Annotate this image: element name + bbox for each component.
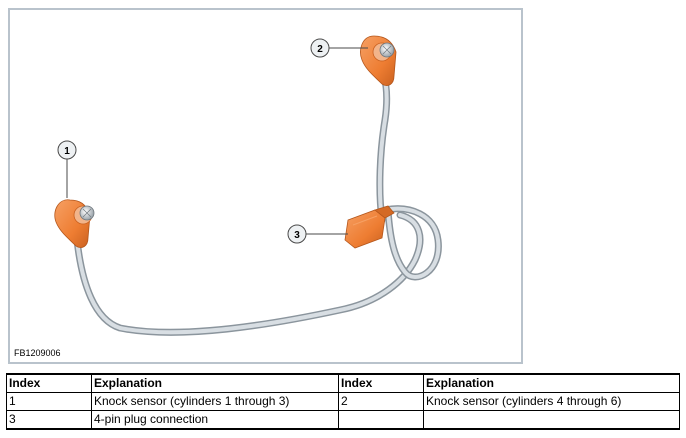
wiring-harness-figure: 1 2 3 FB1209006 xyxy=(8,8,523,364)
svg-text:3: 3 xyxy=(294,230,300,241)
svg-text:1: 1 xyxy=(64,146,70,157)
header-explanation-2: Explanation xyxy=(423,373,680,393)
row-explanation: 4-pin plug connection xyxy=(91,410,339,430)
row-index: 1 xyxy=(6,392,92,411)
callout-1: 1 xyxy=(57,140,77,160)
cable-harness xyxy=(73,68,442,336)
callout-2: 2 xyxy=(310,38,330,58)
row-explanation: Knock sensor (cylinders 4 through 6) xyxy=(423,392,680,411)
row-index xyxy=(338,410,424,430)
knock-sensor-2 xyxy=(360,35,397,86)
callout-3: 3 xyxy=(287,224,307,244)
row-index: 2 xyxy=(338,392,424,411)
callout-leaders xyxy=(66,47,368,235)
row-index: 3 xyxy=(6,410,92,430)
header-index-2: Index xyxy=(338,373,424,393)
legend-header-row: Index Explanation Index Explanation xyxy=(6,373,680,393)
plug-connector-3 xyxy=(344,205,395,249)
knock-sensor-harness-illustration: 1 2 3 xyxy=(54,35,442,336)
figure-id-label: FB1209006 xyxy=(14,348,61,358)
row-explanation: Knock sensor (cylinders 1 through 3) xyxy=(91,392,339,411)
legend-table: Index Explanation Index Explanation 1 Kn… xyxy=(6,373,680,430)
row-explanation xyxy=(423,410,680,430)
table-row: 1 Knock sensor (cylinders 1 through 3) 2… xyxy=(6,392,680,411)
svg-text:2: 2 xyxy=(317,44,323,55)
header-explanation-1: Explanation xyxy=(91,373,339,393)
table-row: 3 4-pin plug connection xyxy=(6,410,680,430)
knock-sensor-1 xyxy=(54,199,95,248)
header-index-1: Index xyxy=(6,373,92,393)
